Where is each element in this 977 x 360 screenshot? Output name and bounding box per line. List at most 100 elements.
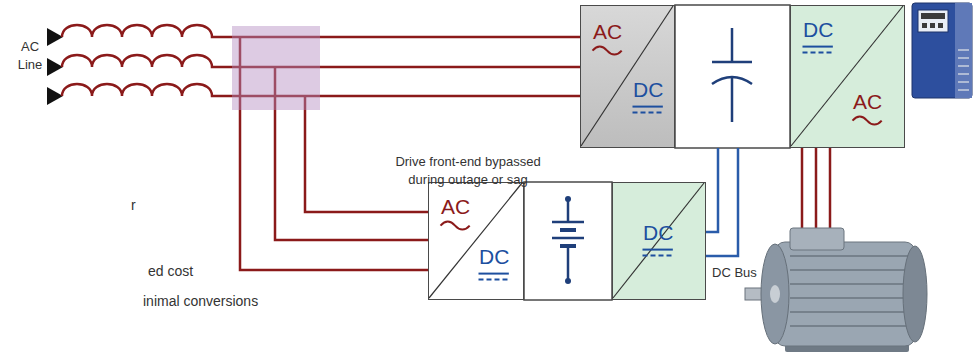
source-label-holder: AC Line	[12, 38, 48, 73]
inverter-box: DC AC	[790, 5, 905, 148]
text-holder: DC	[803, 18, 833, 41]
motor-fin	[790, 255, 908, 257]
bypass-switch	[232, 26, 320, 110]
drive-picture	[912, 3, 972, 98]
drive-cabinet	[912, 3, 972, 98]
divider-slash	[791, 6, 903, 146]
dc-symbol	[803, 46, 833, 48]
battery-plate	[552, 237, 584, 240]
text-holder: AC	[593, 20, 622, 43]
vent-slot	[958, 57, 969, 59]
dc-symbol	[803, 52, 833, 54]
divider-slash	[429, 183, 522, 298]
cut-text-holder: inimal conversions	[143, 292, 293, 311]
motor-fin	[790, 269, 908, 271]
drive-button	[938, 23, 943, 28]
vent-slot	[958, 81, 969, 83]
battery-symbol	[552, 200, 584, 280]
divider-slash	[613, 183, 704, 298]
ac-symbol	[853, 117, 882, 125]
inductor-wire	[62, 25, 580, 37]
battery-lead	[567, 246, 570, 280]
dc-symbol	[643, 255, 673, 257]
drive-keypad	[918, 10, 948, 32]
terminal-triangle	[47, 28, 63, 46]
drive-side	[955, 3, 972, 98]
capacitor-symbol	[712, 28, 752, 122]
motor-fin	[790, 325, 908, 327]
bus-label-holder: DC Bus	[712, 264, 772, 282]
bypass-note-holder: Drive front-end bypassed during outage o…	[383, 153, 553, 188]
terminal-triangle	[47, 58, 63, 76]
cut-text: r	[131, 197, 136, 213]
dc-bus-wire	[706, 148, 718, 232]
dc-label: DC	[633, 78, 663, 101]
text-holder: AC	[441, 195, 470, 218]
ac-label: AC	[593, 20, 622, 43]
divider-slash	[581, 6, 673, 146]
motor-lead	[801, 148, 804, 230]
dc-symbol	[479, 273, 509, 275]
vent-slot	[958, 89, 969, 91]
vent-slot	[958, 65, 969, 67]
capacitor-plate	[712, 61, 752, 64]
ac-symbol	[441, 222, 470, 230]
vent-slot	[958, 73, 969, 75]
battery-lead	[567, 200, 570, 222]
bus-label: DC Bus	[712, 265, 757, 280]
ac-label: AC	[441, 195, 470, 218]
motor-picture	[745, 228, 927, 352]
cut-text-holder: ed cost	[148, 262, 228, 281]
text-holder: DC	[479, 245, 509, 268]
drive-button	[922, 23, 927, 28]
vent-slot	[958, 49, 969, 51]
dc-label: DC	[643, 221, 673, 244]
battery-section	[524, 182, 612, 300]
drive-buttons	[922, 23, 943, 28]
source-terminal	[47, 28, 63, 105]
cut-text: inimal conversions	[143, 293, 258, 309]
motor-lead	[802, 148, 830, 230]
dc-symbol	[643, 249, 673, 251]
source-label: AC Line	[18, 39, 43, 72]
cut-text-holder: r	[131, 196, 151, 215]
inductor-wire	[62, 55, 580, 67]
motor-fin	[790, 311, 908, 313]
ac-label: AC	[853, 90, 882, 113]
dc-symbol	[633, 112, 663, 114]
cut-text: ed cost	[148, 263, 193, 279]
motor-lead	[829, 148, 832, 230]
charger-box: AC DC	[428, 182, 524, 300]
dc-bus-wire	[706, 148, 738, 256]
inductor-wire	[62, 84, 580, 96]
battery-plate	[552, 221, 584, 224]
rectifier-box: AC DC	[580, 5, 675, 148]
dc-symbol	[633, 106, 663, 108]
battery-plate	[560, 228, 576, 232]
drive-vent	[958, 50, 969, 90]
terminal-triangle	[47, 87, 63, 105]
terminal-dot	[565, 196, 571, 202]
dc-label: DC	[479, 245, 509, 268]
dc-symbol	[479, 279, 509, 281]
text-holder: AC	[853, 90, 882, 113]
drive-button	[930, 23, 935, 28]
motor-fin	[790, 297, 908, 299]
motor-lead	[815, 148, 818, 230]
dc-label: DC	[803, 18, 833, 41]
drive-display	[921, 13, 945, 19]
capacitor-lead	[731, 77, 734, 122]
ac-symbol	[593, 47, 622, 55]
capacitor-lead	[731, 28, 734, 62]
bypass-note: Drive front-end bypassed during outage o…	[395, 154, 540, 187]
motor-fin	[790, 283, 908, 285]
terminal-dot	[565, 278, 571, 284]
motor-end-cap	[761, 244, 789, 344]
motor-fan-cover	[903, 246, 927, 342]
text-holder: DC	[633, 78, 663, 101]
dc-converter-box: DC	[612, 182, 706, 300]
motor-body	[775, 242, 915, 346]
capacitor-section	[675, 5, 790, 148]
text-holder: DC	[643, 221, 673, 244]
